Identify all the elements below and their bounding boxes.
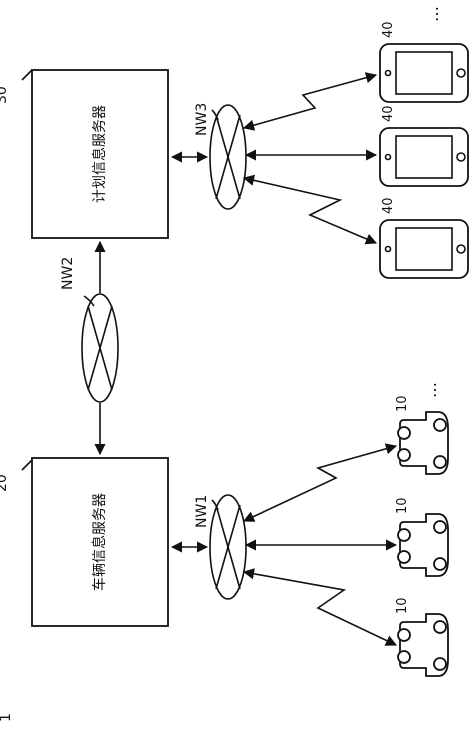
plan-info-server-ref: 30	[0, 86, 10, 104]
vehicle-bottom	[397, 613, 449, 677]
vehicle-middle	[397, 513, 449, 577]
network-nw1	[209, 494, 247, 600]
vehicle-top	[397, 411, 449, 475]
plan-info-server-ref-leader	[21, 69, 33, 81]
vehicle-top-ref: 10	[395, 395, 410, 412]
network-nw2	[81, 293, 119, 403]
plan-info-server-label: 计划信息服务器	[91, 105, 108, 203]
network-nw3	[209, 104, 247, 210]
vehicle-middle-ref: 10	[395, 497, 410, 514]
vehicle-ellipsis: …	[421, 382, 440, 398]
terminal-middle	[379, 127, 469, 187]
nw1-vehicle-bottom-link	[242, 568, 398, 646]
nw3-terminal-bottom-link	[242, 174, 378, 245]
nw1-vehicle-top-link	[242, 443, 398, 522]
terminal-top	[379, 43, 469, 103]
terminal-middle-ref: 40	[381, 105, 396, 122]
network-nw1-label: NW1	[194, 495, 210, 528]
plan-info-server-box	[31, 69, 169, 239]
network-nw2-label: NW2	[60, 257, 76, 290]
network-nw3-label: NW3	[194, 103, 210, 136]
figure-number: 1	[0, 713, 14, 722]
terminal-top-ref: 40	[381, 21, 396, 38]
vehicle-bottom-ref: 10	[395, 597, 410, 614]
terminal-ellipsis: …	[423, 6, 442, 22]
terminal-bottom-ref: 40	[381, 197, 396, 214]
nw3-terminal-top-link	[242, 72, 378, 131]
vehicle-info-server-ref: 20	[0, 474, 10, 492]
vehicle-info-server-ref-leader	[21, 459, 33, 471]
vehicle-info-server-box	[31, 457, 169, 627]
vehicle-info-server-label: 车辆信息服务器	[91, 493, 108, 591]
terminal-bottom	[379, 219, 469, 279]
